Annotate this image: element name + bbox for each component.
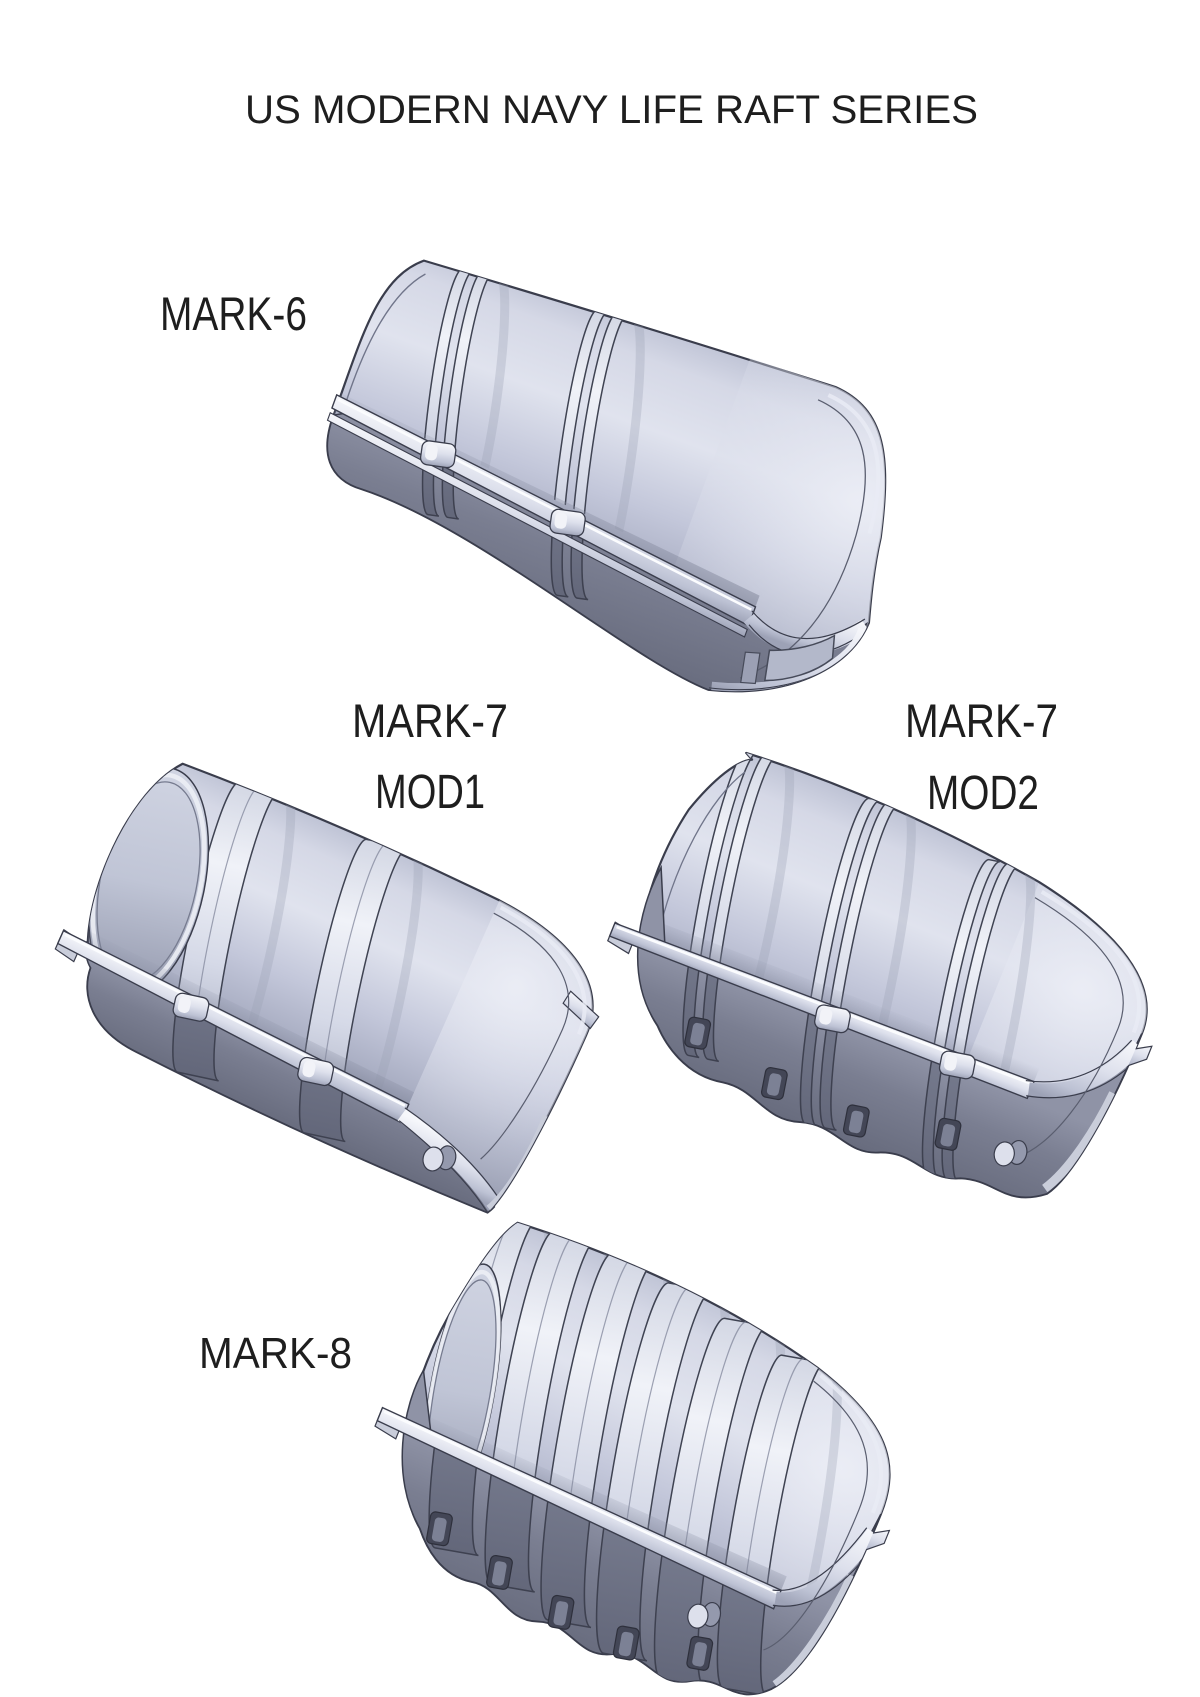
svg-text:MARK-7: MARK-7: [352, 694, 508, 747]
svg-text:MARK-8: MARK-8: [199, 1329, 352, 1378]
svg-text:MARK-7: MARK-7: [905, 694, 1058, 747]
svg-text:MOD2: MOD2: [927, 767, 1039, 820]
svg-text:US MODERN NAVY LIFE RAFT SERIE: US MODERN NAVY LIFE RAFT SERIES: [245, 88, 978, 132]
svg-text:MARK-6: MARK-6: [160, 287, 307, 340]
svg-text:MOD1: MOD1: [375, 766, 485, 819]
